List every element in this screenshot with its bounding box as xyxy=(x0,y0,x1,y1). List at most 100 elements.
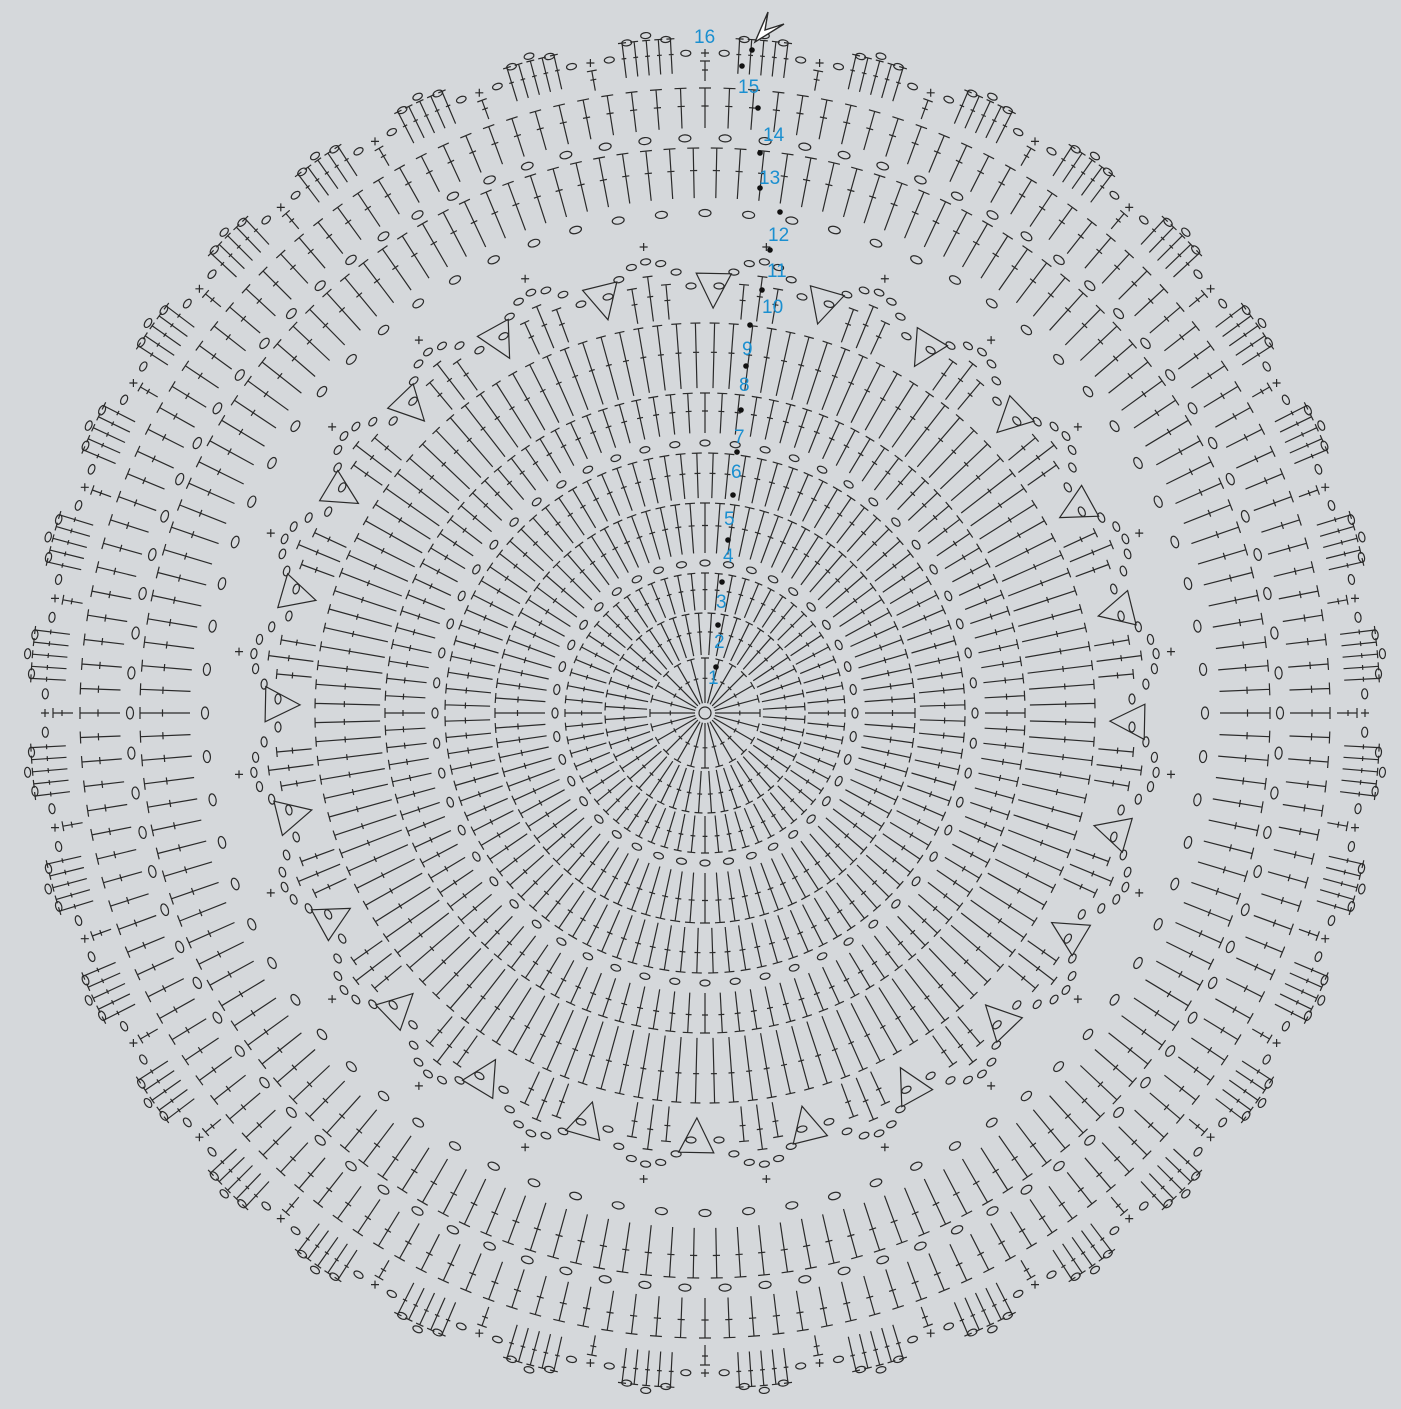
dc-tee-icon xyxy=(1076,560,1111,577)
chain-oval-icon xyxy=(639,972,650,980)
dc-tee-icon xyxy=(710,323,720,388)
dc-tee-icon xyxy=(810,834,847,875)
chain-oval-icon xyxy=(1281,1020,1291,1032)
dc-tee-icon xyxy=(196,341,232,369)
shell-triangle xyxy=(278,574,316,608)
dc-tee-icon xyxy=(804,743,841,758)
chain-oval-icon xyxy=(786,276,797,284)
dc-tee-icon xyxy=(1191,361,1228,388)
chain-oval-icon xyxy=(258,337,271,351)
dc-tee-icon xyxy=(1030,1199,1057,1236)
dc-tee-icon xyxy=(965,817,1004,837)
dc-tee-icon xyxy=(295,1158,326,1192)
chain-oval-icon xyxy=(719,1284,731,1291)
slip-dot-icon xyxy=(739,63,745,69)
chain-oval-icon xyxy=(1139,337,1152,351)
dc-tee-icon xyxy=(1317,901,1352,915)
dc-tee-icon xyxy=(636,804,657,839)
dc-tee-icon xyxy=(893,67,907,102)
dc-tee-icon xyxy=(855,769,904,791)
chain-oval-icon xyxy=(796,1125,807,1133)
dc-tee-icon xyxy=(1011,177,1037,214)
dc-tee-icon xyxy=(1098,669,1133,679)
sc-cross-icon xyxy=(1031,137,1039,145)
round-label-6: 6 xyxy=(731,462,742,483)
dc-tee-icon xyxy=(31,744,66,752)
chain-oval-icon xyxy=(1083,279,1097,292)
dc-tee-icon xyxy=(1220,707,1270,719)
dc-tee-icon xyxy=(1025,641,1090,657)
sc-cross-icon xyxy=(129,1039,137,1047)
chain-oval-icon xyxy=(1132,956,1144,970)
dc-tee-icon xyxy=(1033,274,1070,316)
chain-oval-icon xyxy=(285,610,293,621)
dc-tee-icon xyxy=(438,143,460,182)
dc-tee-icon xyxy=(695,613,703,655)
dc-tee-icon xyxy=(780,1223,793,1273)
dc-tee-icon xyxy=(580,762,615,783)
dc-tee-icon xyxy=(55,890,90,904)
chain-oval-icon xyxy=(890,898,901,909)
chain-oval-icon xyxy=(1314,464,1323,476)
chain-oval-icon xyxy=(285,804,293,815)
dc-tee-icon xyxy=(1097,651,1142,662)
dc-tee-icon xyxy=(1204,381,1241,407)
chain-oval-icon xyxy=(985,297,999,310)
dc-tee-icon xyxy=(1343,768,1378,776)
dc-tee-icon xyxy=(981,656,1021,667)
chain-oval-icon xyxy=(640,1387,650,1394)
chain-oval-icon xyxy=(787,829,799,840)
dc-tee-icon xyxy=(917,667,962,679)
dc-tee-icon xyxy=(313,219,342,254)
dc-tee-icon xyxy=(814,487,841,528)
dc-tee-icon xyxy=(495,723,545,733)
dc-tee-icon xyxy=(394,1283,414,1316)
dc-tee-icon xyxy=(640,151,652,201)
dc-tee-icon xyxy=(157,402,195,427)
chain-oval-icon xyxy=(487,254,501,265)
dc-tee-icon xyxy=(905,1188,930,1236)
dc-tee-icon xyxy=(736,1352,744,1387)
dc-tee-icon xyxy=(654,1352,662,1387)
dc-tee-icon xyxy=(507,635,556,657)
chain-oval-icon xyxy=(350,421,361,433)
dc-tee-icon xyxy=(495,693,545,703)
dc-tee-icon xyxy=(1236,958,1275,980)
dc-tee-icon xyxy=(506,117,524,157)
dc-tee-icon xyxy=(84,634,125,646)
dc-tee-icon xyxy=(648,989,659,1029)
chain-oval-icon xyxy=(886,1120,898,1130)
dc-tee-icon xyxy=(666,1352,674,1387)
dc-tee-icon xyxy=(801,542,835,585)
dc-tee-icon xyxy=(1021,146,1035,166)
chain-oval-icon xyxy=(74,500,83,511)
sc-cross-icon xyxy=(881,275,889,283)
dc-tee-icon xyxy=(601,1291,613,1331)
chain-oval-icon xyxy=(805,601,816,612)
dc-tee-icon xyxy=(920,716,965,726)
dc-tee-icon xyxy=(840,800,885,831)
chain-oval-icon xyxy=(407,1019,418,1030)
chain-oval-icon xyxy=(289,521,299,533)
chain-oval-icon xyxy=(1081,385,1094,399)
chain-oval-icon xyxy=(602,1125,613,1133)
dc-tee-icon xyxy=(503,1325,517,1360)
chain-oval-icon xyxy=(593,601,604,612)
chain-oval-icon xyxy=(970,677,977,688)
dc-tee-icon xyxy=(564,834,601,875)
dc-tee-icon xyxy=(665,394,675,434)
dc-tee-icon xyxy=(419,937,470,985)
dc-tee-icon xyxy=(1275,1004,1308,1024)
chain-oval-icon xyxy=(1112,1106,1125,1119)
chain-oval-icon xyxy=(1183,577,1193,590)
dc-tee-icon xyxy=(567,682,604,693)
chain-oval-icon xyxy=(1320,974,1329,986)
slip-dot-icon xyxy=(759,287,765,293)
chain-oval-icon xyxy=(962,341,974,352)
dc-tee-icon xyxy=(450,760,495,775)
dc-tee-icon xyxy=(708,771,716,813)
chain-oval-icon xyxy=(1147,781,1155,792)
dc-tee-icon xyxy=(507,537,544,571)
dc-tee-icon xyxy=(945,857,982,882)
dc-tee-icon xyxy=(803,905,828,947)
